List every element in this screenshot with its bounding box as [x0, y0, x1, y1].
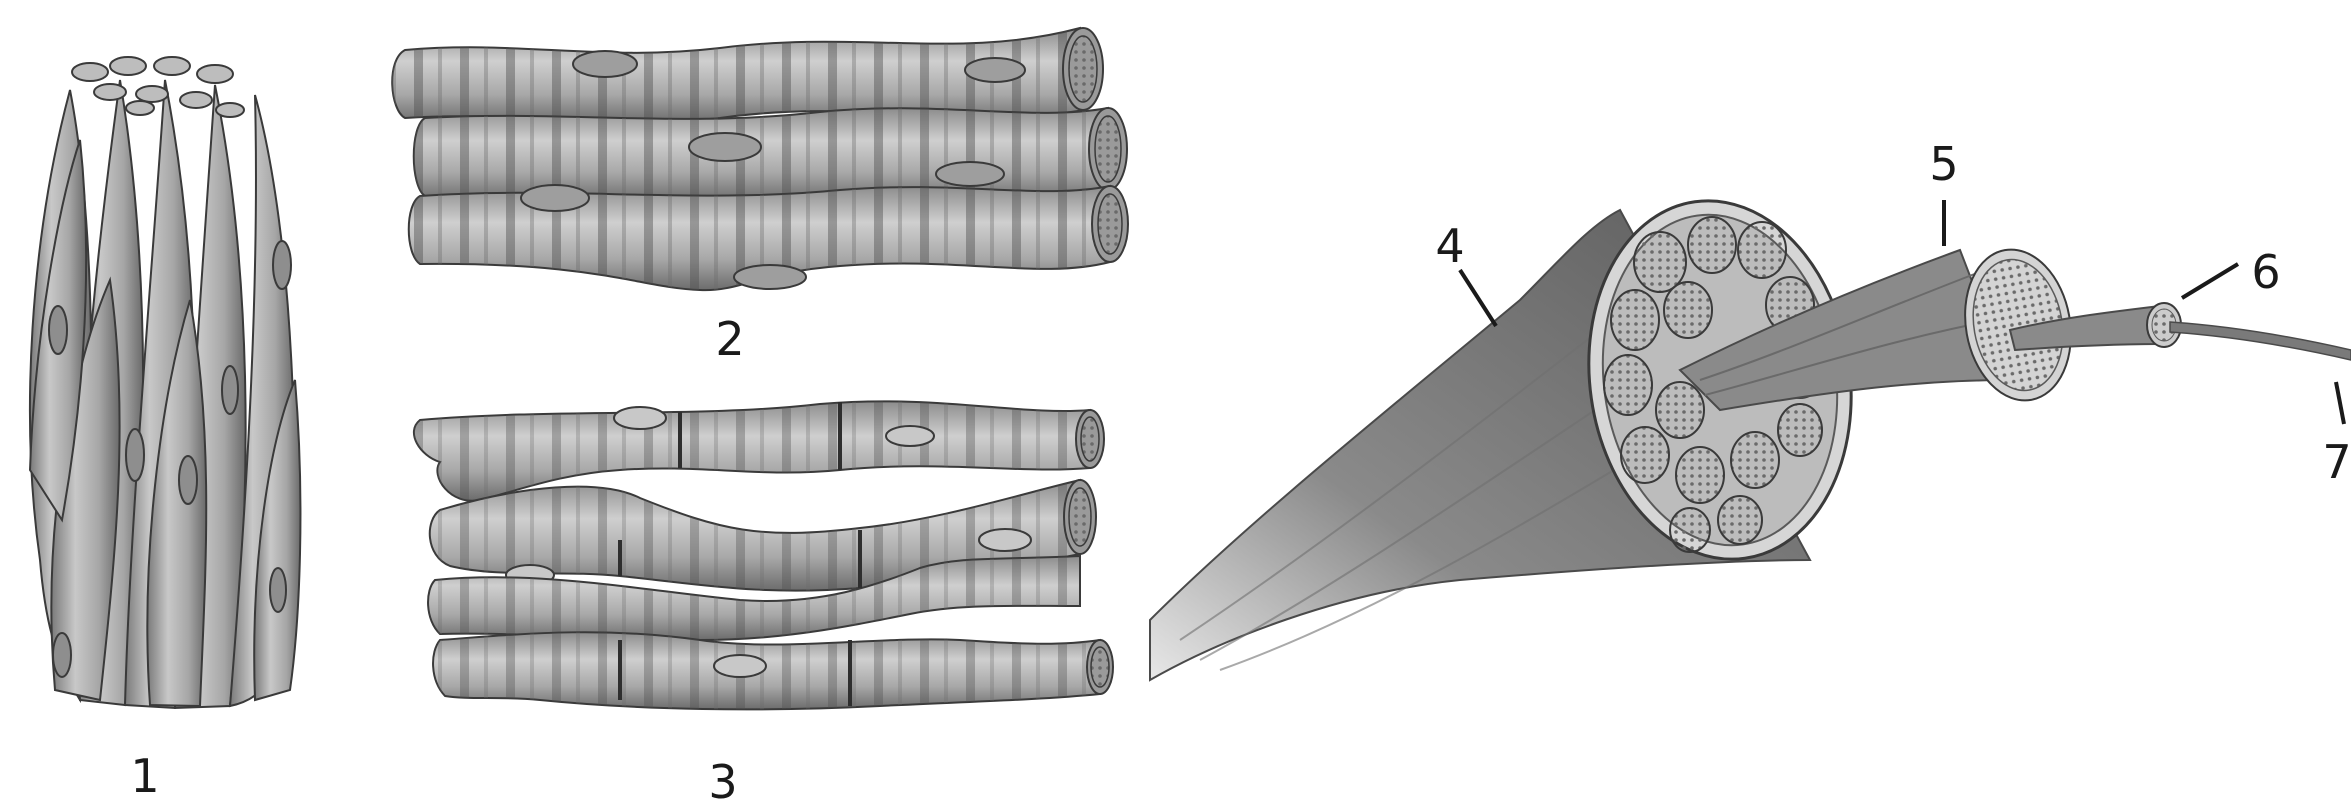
nucleus [126, 429, 144, 481]
nucleus [714, 655, 766, 677]
nucleus [689, 133, 761, 161]
smooth-muscle-illustration [30, 57, 300, 708]
nucleus [573, 51, 637, 77]
nucleus [979, 529, 1031, 551]
label-3: 3 [708, 755, 737, 803]
label-7: 7 [2322, 435, 2351, 489]
cardiac-muscle-illustration [414, 401, 1113, 709]
leader-line-4 [1460, 270, 1496, 326]
nucleus [49, 306, 67, 354]
nucleus [936, 162, 1004, 186]
nucleus [965, 58, 1025, 82]
skeletal-muscle-illustration [392, 28, 1128, 290]
nucleus [273, 241, 291, 289]
muscle-hierarchy-illustration [1150, 184, 2351, 680]
nucleus [179, 456, 197, 504]
leader-line-7 [2336, 382, 2344, 424]
label-2: 2 [715, 312, 744, 366]
nucleus [886, 426, 934, 446]
leader-line-6 [2182, 264, 2238, 298]
label-5: 5 [1929, 137, 1958, 191]
label-4: 4 [1435, 219, 1464, 273]
label-1: 1 [130, 749, 159, 803]
nucleus [734, 265, 806, 289]
label-6: 6 [2251, 245, 2280, 299]
nucleus [222, 366, 238, 414]
nucleus [53, 633, 71, 677]
nucleus [521, 185, 589, 211]
myofibril [2170, 322, 2351, 360]
nucleus [270, 568, 286, 612]
nucleus [614, 407, 666, 429]
